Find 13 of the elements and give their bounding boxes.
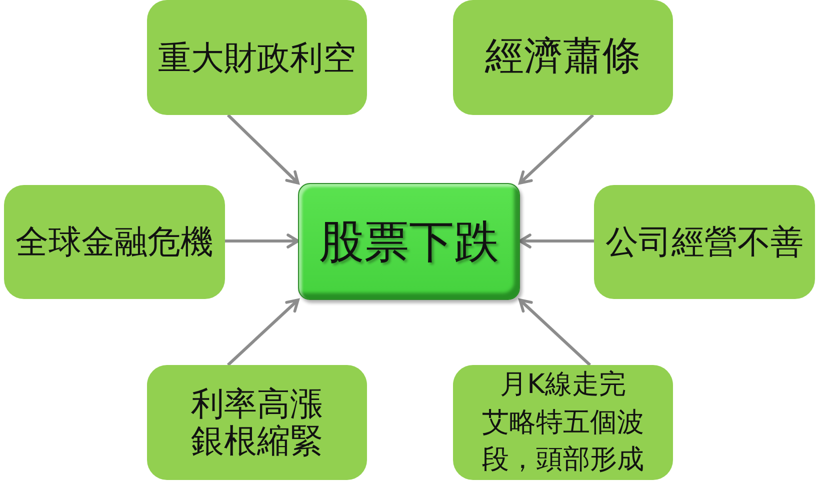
cause-box: 月K線走完艾略特五個波段，頭部形成 [453,365,673,480]
cause-box: 利率高漲銀根縮緊 [147,365,367,480]
cause-box: 經濟蕭條 [453,0,673,115]
cause-box: 公司經營不善 [594,185,815,299]
result-box: 股票下跌 [298,183,520,300]
arrow [518,298,592,366]
arrow [518,114,594,184]
cause-box: 重大財政利空 [147,0,367,115]
arrow [518,234,594,248]
arrow [225,234,300,248]
cause-box: 全球金融危機 [4,185,225,299]
arrow [226,298,300,366]
arrow [226,114,300,184]
